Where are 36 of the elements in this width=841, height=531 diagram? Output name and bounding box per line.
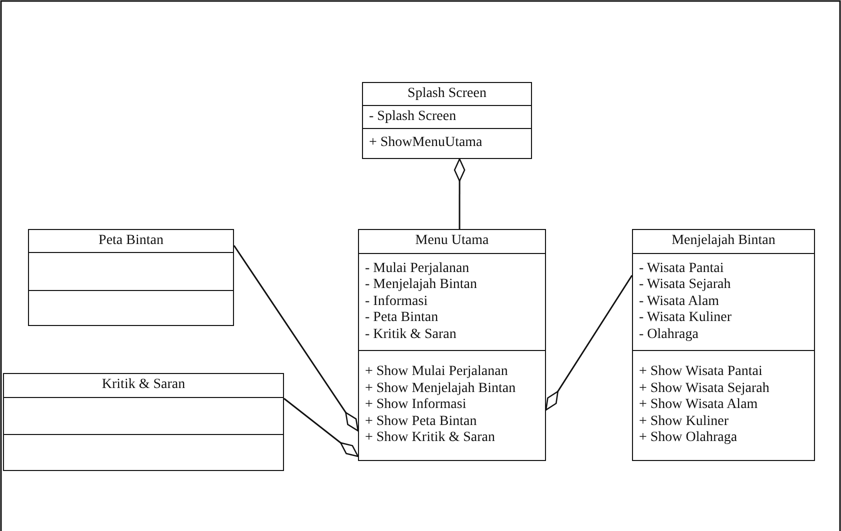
member-text: + Show Kuliner — [639, 414, 730, 430]
member-text: - Wisata Alam — [639, 294, 720, 310]
member-text: + Show Wisata Alam — [639, 397, 759, 414]
member-text: + Show Informasi — [365, 397, 468, 414]
member-text: + Show Wisata Sejarah — [639, 380, 770, 398]
class-box — [362, 82, 532, 159]
class-box — [358, 229, 546, 461]
class-name: Kritik & Saran — [102, 377, 186, 394]
class-name: Splash Screen — [408, 86, 486, 102]
member-text: + Show Mulai Perjalanan — [365, 364, 509, 381]
aggregation-line — [454, 158, 466, 229]
aggregation-line — [545, 275, 633, 411]
member-text: - Wisata Kuliner — [639, 310, 732, 327]
class-box — [3, 373, 284, 471]
member-text: - Kritik & Saran — [365, 326, 458, 344]
member-text: - Wisata Sejarah — [639, 277, 732, 294]
aggregation-line — [233, 245, 359, 432]
member-text: + Show Olahraga — [639, 430, 738, 447]
member-text: - Wisata Pantai — [639, 260, 725, 278]
class-box — [632, 229, 815, 461]
class-name: Peta Bintan — [98, 232, 164, 250]
member-text: - Olahraga — [639, 326, 700, 344]
class-name: Menjelajah Bintan — [672, 233, 776, 250]
member-text: + Show Menjelajah Bintan — [365, 380, 517, 398]
member-text: + Show Peta Bintan — [365, 414, 478, 430]
member-text: - Menjelajah Bintan — [365, 277, 478, 294]
member-text: - Mulai Perjalanan — [365, 260, 470, 278]
aggregation-line — [284, 398, 359, 457]
member-text: - Splash Screen — [369, 108, 458, 126]
class-name: Menu Utama — [415, 233, 489, 250]
member-text: + ShowMenuUtama — [369, 135, 484, 152]
member-text: - Informasi — [365, 294, 429, 310]
member-text: + Show Kritik & Saran — [365, 430, 496, 447]
class-box — [28, 229, 234, 326]
member-text: + Show Wisata Pantai — [639, 364, 764, 381]
member-text: - Peta Bintan — [365, 310, 440, 327]
